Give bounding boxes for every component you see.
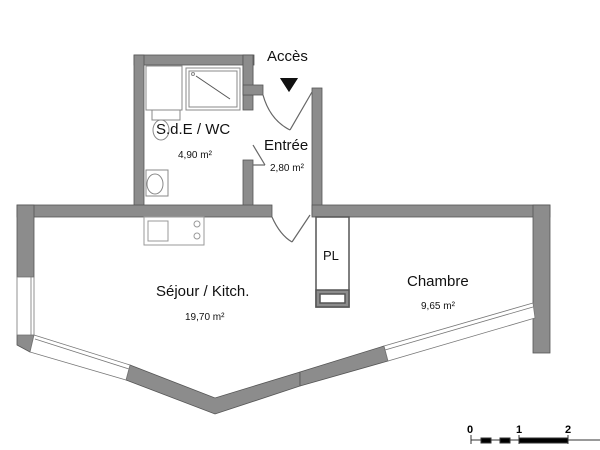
room-area-chambre: 9,65 m² — [421, 301, 455, 312]
outer-walls — [16, 204, 551, 415]
windows — [16, 276, 536, 381]
shower — [185, 67, 241, 111]
closet — [315, 216, 350, 308]
room-name-bathroom: S.d.E / WC — [156, 121, 231, 138]
scale-tick-0: 0 — [467, 424, 474, 436]
kitchen-counter — [143, 216, 205, 246]
doors — [252, 91, 313, 243]
room-area-entree: 2,80 m² — [270, 163, 304, 174]
scale-bar — [470, 435, 600, 444]
room-name-sejour: Séjour / Kitch. — [156, 283, 250, 300]
room-name-entree: Entrée — [264, 137, 309, 154]
scale-tick-2: 2 — [565, 424, 572, 436]
bathroom-fixtures — [145, 65, 183, 197]
room-area-sejour: 19,70 m² — [185, 312, 225, 323]
bathroom-walls — [133, 54, 323, 216]
access-label: Accès — [267, 48, 308, 65]
room-area-bathroom: 4,90 m² — [178, 150, 212, 161]
room-name-closet: PL — [323, 248, 339, 263]
room-name-chambre: Chambre — [407, 273, 469, 290]
scale-tick-1: 1 — [516, 424, 523, 436]
